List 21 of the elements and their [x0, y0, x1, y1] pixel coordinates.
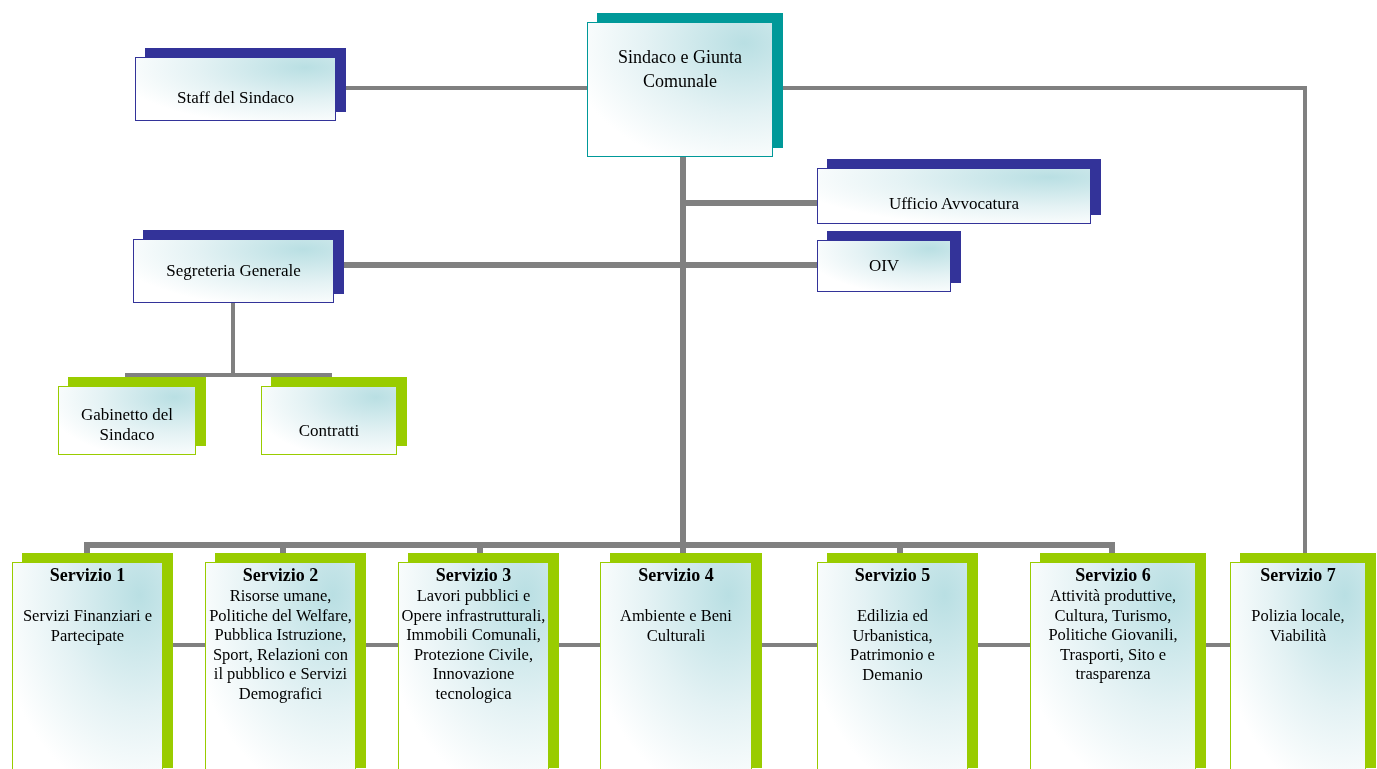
department-description: Lavori pubblici e Opere infrastrutturali, Immobili Comunali, Protezione Civile, Innovazione tecnologica	[400, 586, 547, 703]
office-label: Ufficio Avvocatura	[887, 194, 1021, 214]
department-description: Risorse umane, Politiche del Welfare, Pubblica Istruzione, Sport, Relazioni con il pubblico e Servizi Demografici	[208, 586, 353, 703]
department-title: Servizio 3	[434, 565, 513, 586]
department-title: Servizio 6	[1074, 565, 1152, 586]
department-title: Servizio 5	[853, 565, 932, 586]
department-title: Servizio 7	[1259, 565, 1337, 586]
department-title: Servizio 1	[48, 565, 127, 586]
office-label: Segreteria Generale	[166, 261, 301, 281]
department-description: Servizi Finanziari e Partecipate	[21, 606, 154, 645]
department-description: Polizia locale, Viabilità	[1250, 606, 1346, 645]
department-title: Servizio 4	[637, 565, 715, 586]
department-description: Edilizia ed Urbanistica, Patrimonio e Demanio	[849, 606, 936, 684]
office-label: Sindaco e Giunta Comunale	[617, 46, 743, 93]
department-description: Attività produttive, Cultura, Turismo, Politiche Giovanili, Trasporti, Sito e trasparenza	[1047, 586, 1179, 684]
office-label: Gabinetto del Sindaco	[79, 405, 175, 445]
department-title: Servizio 2	[241, 565, 320, 586]
office-label: Staff del Sindaco	[176, 88, 295, 108]
department-description: Ambiente e Beni Culturali	[619, 606, 733, 645]
office-label: OIV	[868, 256, 900, 276]
office-label: Contratti	[297, 421, 361, 441]
